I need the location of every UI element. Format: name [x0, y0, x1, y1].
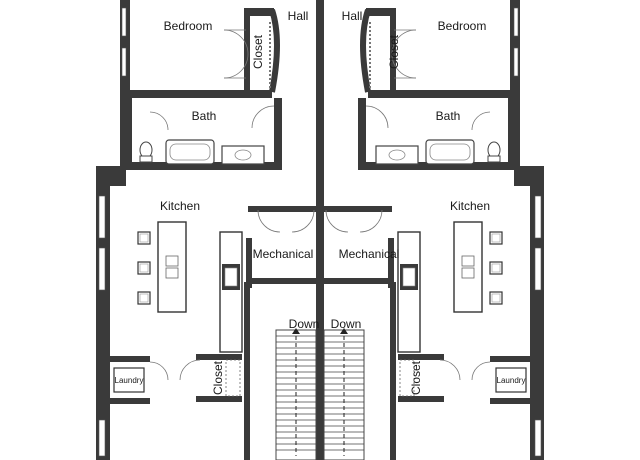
left-bath-outer-wall	[120, 96, 132, 168]
right-closet-wall	[390, 8, 396, 92]
left-kitchen-island	[157, 221, 187, 313]
left-bathtub	[165, 139, 215, 165]
right-closet-curved-wall	[360, 9, 371, 93]
left-closet-shelf	[225, 359, 241, 397]
left-closet-curved-wall	[269, 9, 280, 93]
right-closet-lower-label: Closet	[409, 360, 423, 395]
right-closet-top-wall	[366, 8, 396, 16]
right-bedroom-bottom-wall	[368, 90, 520, 98]
window	[513, 7, 519, 37]
left-closet-upper-label: Closet	[251, 34, 265, 69]
right-laundry-top-wall	[490, 356, 530, 362]
right-stair-label: Down	[331, 317, 362, 331]
window	[98, 195, 106, 239]
left-bath-label: Bath	[192, 109, 217, 123]
right-bath-outer-wall	[508, 96, 520, 168]
left-closet-lower-label: Closet	[211, 360, 225, 395]
chair	[137, 261, 151, 275]
left-stair-wall	[244, 282, 250, 460]
right-closet-lower-top-wall	[398, 354, 444, 360]
left-mechanical-label: Mechanical	[253, 247, 314, 261]
chair	[137, 231, 151, 245]
left-bedroom-label: Bedroom	[164, 19, 213, 33]
left-mechanical-top-wall	[248, 206, 320, 212]
window	[98, 419, 106, 457]
window	[121, 7, 127, 37]
right-bath-bottom-wall	[358, 162, 520, 170]
left-kitchen-label: Kitchen	[160, 199, 200, 213]
right-mechanical-bottom-wall	[322, 278, 394, 284]
left-closet-lower-top-wall	[196, 354, 242, 360]
left-vanity	[221, 145, 265, 165]
left-stair-label: Down	[289, 317, 320, 331]
right-kitchen-counter	[397, 231, 421, 353]
chair	[137, 291, 151, 305]
center-party-wall	[316, 0, 324, 460]
window	[534, 419, 542, 457]
left-mechanical-bottom-wall	[246, 278, 318, 284]
chair	[489, 291, 503, 305]
left-laundry-label: Laundry	[115, 376, 144, 385]
left-bedroom-bottom-wall	[120, 90, 272, 98]
chair	[489, 261, 503, 275]
left-bath-bottom-wall	[120, 162, 282, 170]
right-bath-inner-wall	[358, 98, 366, 170]
left-laundry-top-wall	[110, 356, 150, 362]
right-unit: Bedroom Hall Closet Bath Kitchen Mechani…	[320, 0, 544, 460]
left-kitchen-counter	[219, 231, 243, 353]
left-closet-wall	[244, 8, 250, 92]
window	[98, 247, 106, 291]
right-mechanical-top-wall	[320, 206, 392, 212]
window	[534, 247, 542, 291]
right-kitchen-island	[453, 221, 483, 313]
left-laundry-machine	[113, 367, 145, 393]
window	[513, 47, 519, 77]
right-bath-label: Bath	[436, 109, 461, 123]
right-laundry-machine	[495, 367, 527, 393]
right-hall-label: Hall	[342, 9, 363, 23]
right-stair-wall	[390, 282, 396, 460]
right-kitchen-label: Kitchen	[450, 199, 490, 213]
right-bedroom-label: Bedroom	[438, 19, 487, 33]
right-closet-shelf	[399, 359, 415, 397]
right-mechanical-label: Mechanical	[339, 247, 400, 261]
window	[121, 47, 127, 77]
right-closet-upper-label: Closet	[387, 34, 401, 69]
left-hall-label: Hall	[288, 9, 309, 23]
right-laundry-label: Laundry	[497, 376, 526, 385]
window	[534, 195, 542, 239]
right-bathtub	[425, 139, 475, 165]
chair	[489, 231, 503, 245]
left-closet-top-wall	[244, 8, 274, 16]
left-unit: Bedroom Hall Closet Bath Kitchen Mechani…	[96, 0, 324, 460]
right-vanity	[375, 145, 419, 165]
left-bath-inner-wall	[274, 98, 282, 170]
